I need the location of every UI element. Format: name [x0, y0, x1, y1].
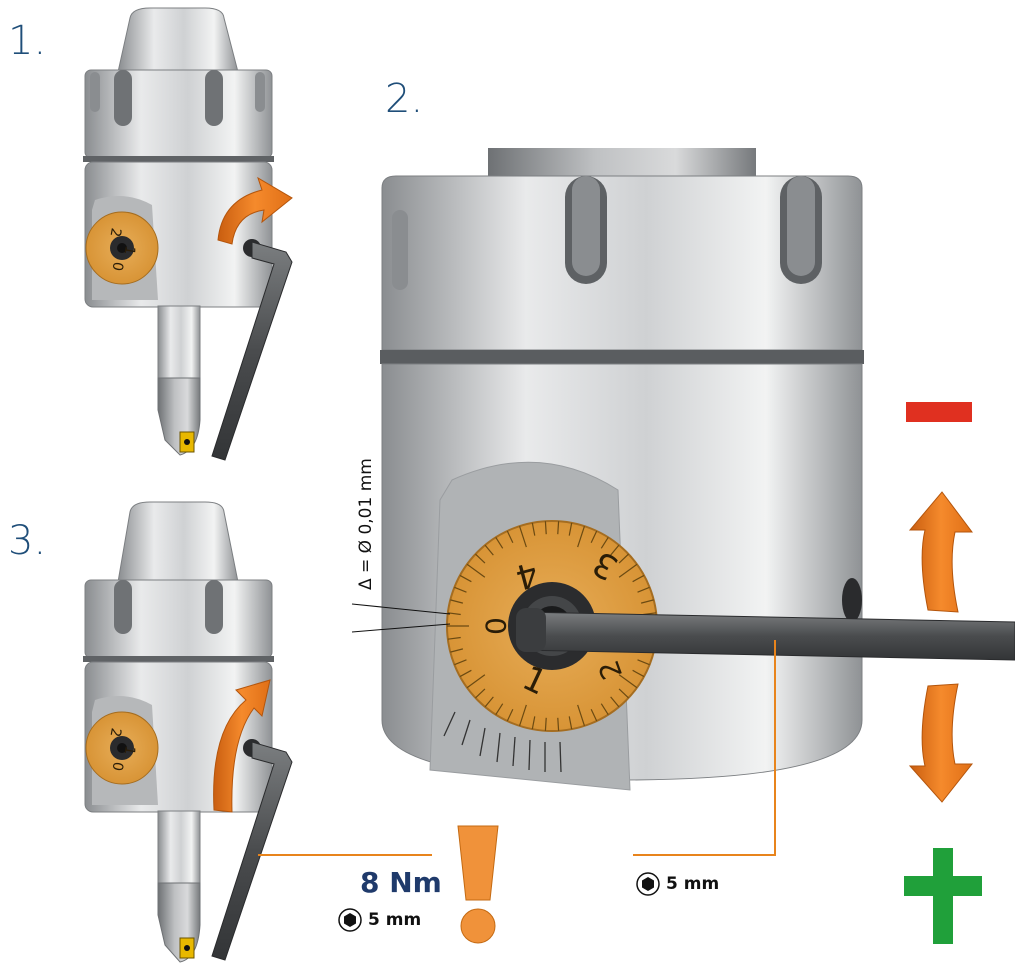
hex-key-icon: [636, 872, 660, 896]
dial-tick: [454, 586, 467, 593]
step-number-1: 1.: [8, 18, 47, 64]
dial-tick: [466, 674, 486, 689]
torque-value: 8 Nm: [360, 866, 442, 899]
dial-tick: [618, 563, 638, 578]
hex-callout-line: [633, 640, 776, 856]
dial-tick: [459, 574, 472, 583]
dial-tick: [557, 717, 560, 731]
dial-tick: [590, 708, 598, 722]
hex-key-size-left: 5 mm: [338, 908, 421, 932]
dial-tick: [531, 522, 536, 536]
hex-key-icon: [338, 908, 362, 932]
dial-tick: [640, 599, 654, 604]
dial-tick: [495, 537, 504, 549]
rotate-arrow-down-icon: [908, 683, 974, 803]
dial-tick: [577, 525, 586, 548]
dial-tick: [632, 574, 645, 583]
dial-number-0: 0: [479, 617, 512, 635]
dial-tick: [531, 716, 536, 730]
dial-tick: [484, 696, 494, 708]
plus-icon: [904, 848, 982, 944]
dial-tick: [459, 669, 472, 678]
dial-tick: [450, 599, 464, 604]
dial-tick: [568, 522, 573, 536]
dial-tick: [518, 525, 527, 548]
dial-tick: [637, 659, 650, 666]
dial-tick: [544, 717, 547, 731]
dial-tick: [447, 636, 461, 640]
dial-tick: [632, 669, 645, 678]
dial-tick: [618, 688, 629, 699]
increment-marker-line-upper: [351, 603, 451, 615]
step-number-2: 2.: [385, 76, 424, 122]
resolution-label: Δ = Ø 0,01 mm: [356, 458, 376, 590]
rotate-arrow-up-icon: [908, 491, 973, 613]
boring-head-step-1: [83, 7, 293, 461]
dial-tick: [577, 704, 586, 727]
increment-marker-line-lower: [351, 623, 451, 633]
dial-tick: [495, 703, 504, 715]
dial-tick: [600, 537, 609, 549]
dial-tick: [450, 648, 464, 653]
hex-key-size-right-text: 5 mm: [666, 874, 720, 894]
hex-key-size-left-text: 5 mm: [368, 910, 422, 930]
minus-icon: [906, 402, 972, 422]
dial-tick: [518, 704, 527, 727]
dial-tick: [557, 521, 560, 535]
dial-tick: [544, 521, 547, 535]
small-dial-number-2: 2: [107, 227, 124, 239]
dial-tick: [568, 716, 573, 730]
dial-tick: [447, 612, 461, 616]
small-dial-number-2: 2: [107, 727, 124, 739]
dial-tick: [618, 674, 638, 689]
hex-key-size-right: 5 mm: [636, 872, 719, 896]
dial-tick: [610, 544, 620, 556]
small-dial-number-0: 0: [109, 761, 126, 773]
step-number-3: 3.: [8, 518, 47, 564]
dial-tick: [618, 553, 629, 564]
small-dial-number-1: 1: [121, 245, 138, 257]
dial-tick: [466, 563, 486, 578]
small-dial-number-1: 1: [121, 745, 138, 757]
dial-tick: [506, 708, 514, 722]
boring-head-step-2: [380, 148, 1015, 791]
small-dial-number-0: 0: [109, 261, 126, 273]
dial-tick: [610, 696, 620, 708]
exclamation-icon: [457, 825, 499, 944]
dial-tick: [590, 530, 598, 544]
dial-tick: [484, 544, 494, 556]
dial-tick: [475, 688, 486, 699]
dial-tick: [475, 553, 486, 564]
dial-tick: [600, 703, 609, 715]
dial-tick: [637, 586, 650, 593]
boring-head-step-3: [83, 501, 293, 963]
dial-tick: [506, 530, 514, 544]
dial-tick: [454, 659, 467, 666]
